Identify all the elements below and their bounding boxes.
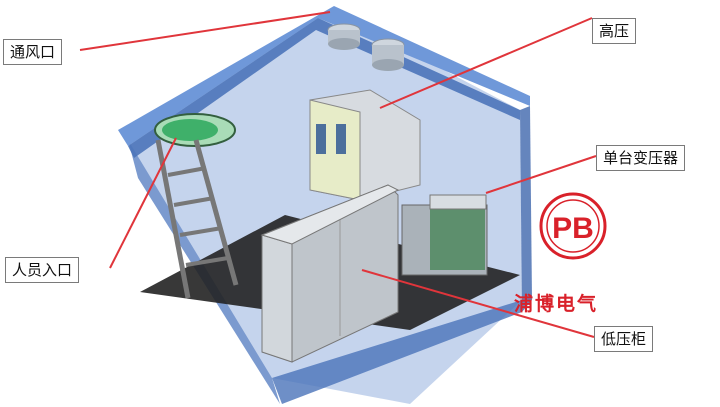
vent-label: 通风口	[3, 39, 63, 65]
transformer	[401, 194, 488, 276]
vent-units	[327, 23, 405, 71]
entrance-label: 人员入口	[5, 257, 80, 283]
entrance-ladder	[154, 113, 239, 299]
high-voltage-label: 高压	[592, 18, 637, 44]
high-voltage-cabinets	[309, 89, 421, 201]
low-voltage-label: 低压柜	[594, 326, 654, 352]
transformer-label: 单台变压器	[596, 145, 686, 171]
pb-logo: PB	[539, 192, 607, 260]
brand-name: 浦博电气	[514, 293, 599, 315]
low-voltage-cabinets	[260, 184, 400, 363]
leader-lines	[79, 11, 597, 338]
pb-logo-text: PB	[552, 212, 594, 245]
